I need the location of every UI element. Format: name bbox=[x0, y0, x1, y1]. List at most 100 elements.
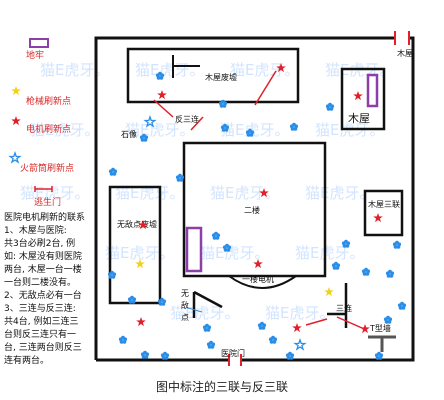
flower-marker bbox=[140, 350, 150, 359]
yellow-star-icon bbox=[11, 86, 21, 96]
note-line: 两台, 木屋一台一楼 bbox=[4, 265, 82, 275]
triple-label: 三连 bbox=[336, 303, 352, 313]
flower-marker bbox=[361, 267, 371, 276]
dungeon-wood-house bbox=[366, 73, 379, 108]
svg-text:猫E虎牙。: 猫E虎牙。 bbox=[105, 244, 174, 262]
yellow-star-icon bbox=[324, 287, 334, 297]
wood-house-ruins bbox=[126, 47, 300, 104]
flower-marker bbox=[202, 323, 212, 332]
flower-marker bbox=[127, 295, 137, 304]
flower-markers bbox=[107, 71, 407, 360]
flower-marker bbox=[341, 239, 351, 248]
red-star-icon bbox=[373, 213, 383, 223]
dungeon-hospital bbox=[185, 226, 203, 273]
red-star-icon bbox=[136, 317, 146, 327]
svg-text:猫E虎牙。: 猫E虎牙。 bbox=[125, 121, 194, 139]
flower-marker bbox=[160, 351, 170, 360]
flower-marker bbox=[211, 231, 221, 240]
wood-house bbox=[340, 67, 386, 131]
flower-marker bbox=[218, 99, 228, 108]
wood-triple-label: 木屋三联 bbox=[368, 199, 400, 209]
flower-marker bbox=[325, 102, 335, 111]
flower-marker bbox=[206, 340, 216, 349]
t-wall bbox=[368, 335, 396, 352]
wood-house-top-label: 木屋 bbox=[397, 48, 413, 58]
outer-wall bbox=[94, 36, 415, 362]
note-line: 连有两台。 bbox=[4, 356, 50, 366]
flower-marker bbox=[175, 173, 185, 182]
svg-text:猫E虎牙。: 猫E虎牙。 bbox=[230, 61, 299, 79]
note-line: 台则反三连只有一 bbox=[4, 330, 77, 340]
flower-marker bbox=[385, 269, 395, 278]
invincible-ruins bbox=[108, 185, 162, 305]
svg-text:猫E虎牙。: 猫E虎牙。 bbox=[295, 244, 364, 262]
flower-marker bbox=[222, 243, 232, 252]
reverse-triple-links bbox=[153, 70, 363, 329]
flower-marker bbox=[331, 261, 341, 270]
note-line: 如: 木屋没有则医院 bbox=[4, 252, 82, 262]
dungeon-legend-icon bbox=[29, 38, 49, 48]
flower-marker bbox=[285, 351, 295, 360]
flower-marker bbox=[383, 315, 393, 324]
flower-marker bbox=[220, 123, 230, 132]
blue-star-icon bbox=[294, 339, 306, 350]
motor-spawn-note: 医院电机刷新的联系 1、木屋与医院: 共3台必刷2台, 例 如: 木屋没有则医院… bbox=[4, 212, 96, 368]
exit-door-bottom bbox=[228, 354, 242, 366]
flower-marker bbox=[257, 321, 267, 330]
second-floor-label: 二楼 bbox=[244, 205, 260, 215]
first-floor-motor-arc bbox=[228, 275, 297, 289]
svg-text:猫E虎牙。: 猫E虎牙。 bbox=[210, 184, 279, 202]
figure-caption: 图中标注的三联与反三联 bbox=[155, 380, 288, 394]
svg-text:猫E虎牙。: 猫E虎牙。 bbox=[305, 184, 374, 202]
note-line: 共3台必刷2台, 例 bbox=[4, 239, 76, 249]
wood-house-label: 木屋 bbox=[348, 112, 370, 125]
svg-text:猫E虎牙。: 猫E虎牙。 bbox=[135, 61, 204, 79]
statue-label: 石像 bbox=[121, 129, 137, 139]
flower-marker bbox=[108, 167, 118, 176]
flower-marker bbox=[392, 240, 402, 249]
legend-label-motor: 电机刷新点 bbox=[26, 123, 71, 135]
red-star-icon bbox=[292, 323, 302, 333]
flower-marker bbox=[118, 335, 128, 344]
invincible-ruins-label: 无敌点废墟 bbox=[117, 219, 157, 229]
invincible-spot-label: 无 bbox=[181, 289, 189, 298]
note-line: 台, 三连两台则反三 bbox=[4, 343, 82, 353]
flower-marker bbox=[157, 297, 167, 306]
note-line: 医院电机刷新的联系 bbox=[4, 213, 86, 223]
svg-text:猫E虎牙。: 猫E虎牙。 bbox=[170, 304, 239, 322]
rocket-arrows bbox=[187, 307, 203, 313]
reverse-triple-label: 反三连 bbox=[175, 114, 199, 124]
note-line: 1、木屋与医院: bbox=[4, 226, 67, 236]
red-star-icon bbox=[353, 91, 363, 101]
svg-text:猫E虎牙。: 猫E虎牙。 bbox=[265, 304, 334, 322]
legend-label-rocket: 火箭筒刷新点 bbox=[20, 162, 74, 174]
exit-door-icon bbox=[34, 186, 53, 192]
red-star-icon bbox=[11, 116, 21, 126]
first-floor-motor-label: 一楼电机 bbox=[242, 274, 274, 284]
note-line: 共4台, 例如三连三 bbox=[4, 317, 79, 327]
wood-house-ruins-label: 木屋废墟 bbox=[205, 72, 237, 82]
gun-stars bbox=[135, 259, 334, 297]
flower-marker bbox=[289, 122, 299, 131]
legend-label-dungeon: 地牢 bbox=[26, 49, 44, 61]
blue-star-icon bbox=[9, 152, 21, 163]
hospital-main bbox=[182, 141, 327, 278]
svg-text:敌: 敌 bbox=[181, 300, 189, 310]
svg-text:猫E虎牙。: 猫E虎牙。 bbox=[200, 244, 269, 262]
note-line: 一台则二楼没有。 bbox=[4, 278, 77, 288]
svg-text:猫E虎牙。: 猫E虎牙。 bbox=[115, 184, 184, 202]
legend-label-gun: 枪械刷新点 bbox=[26, 95, 71, 107]
legend-label-exit: 逃生门 bbox=[34, 196, 61, 208]
legend: 地牢 枪械刷新点 电机刷新点 火箭筒刷新点 逃生门 bbox=[9, 38, 74, 208]
svg-text:猫E虎牙。: 猫E虎牙。 bbox=[220, 121, 289, 139]
note-line: 3、三连与反三连: bbox=[4, 304, 76, 314]
exit-door-top-right bbox=[394, 31, 410, 45]
svg-text:点: 点 bbox=[181, 313, 189, 322]
flower-marker bbox=[155, 71, 165, 80]
flower-marker bbox=[107, 270, 117, 279]
t-wall-label: T型墙 bbox=[369, 323, 391, 333]
flower-marker bbox=[139, 133, 149, 142]
flower-marker bbox=[245, 128, 255, 137]
svg-text:猫E虎牙。: 猫E虎牙。 bbox=[40, 61, 109, 79]
